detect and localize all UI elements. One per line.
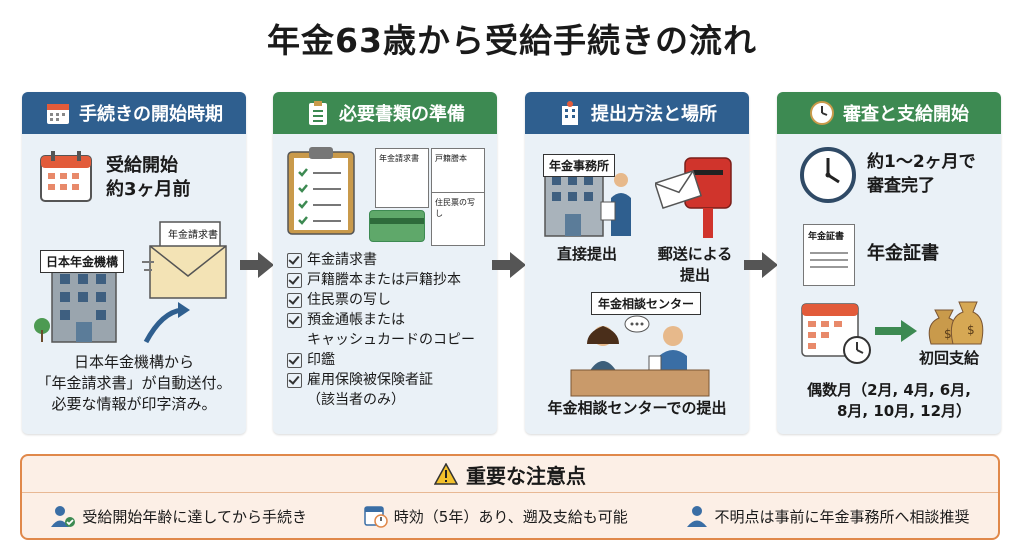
certificate-icon: 年金証書 — [803, 224, 855, 286]
card-documents-header: 必要書類の準備 — [273, 92, 497, 134]
envelope-label: 年金請求書 — [168, 230, 218, 241]
page-title: 年金63歳から受給手続きの流れ — [267, 21, 757, 60]
notice-item-consult: 不明点は事前に年金事務所へ相談推奨 — [685, 504, 970, 528]
calendar-clock-icon — [364, 506, 388, 528]
document-list-item: 戸籍謄本または戸籍抄本 — [287, 270, 475, 290]
document-label: 印鑑 — [307, 352, 335, 368]
notice-item-age: 受給開始年齢に達してから手続き — [50, 504, 307, 528]
notice-item-limit: 時効（5年）あり、遡及支給も可能 — [364, 504, 628, 528]
card-submission-header: 提出方法と場所 — [525, 92, 749, 134]
checkbox-icon — [287, 253, 302, 268]
clock-icon — [810, 101, 834, 125]
card-review: 審査と支給開始 約1～2ヶ月で審査完了 年金証書 年金証書 $ $ 初回支給 偶… — [777, 92, 1001, 434]
timing-description: 日本年金機構から「年金請求書」が自動送付。必要な情報が印字済み。 — [36, 353, 232, 413]
timing-text: 受給開始約3ヶ月前 — [106, 155, 191, 200]
curved-arrow-icon — [143, 302, 190, 344]
consultation-icon — [570, 315, 710, 397]
document-label: 戸籍謄本または戸籍抄本 — [307, 272, 461, 288]
direct-submission-label: 直接提出 — [557, 245, 618, 263]
svg-text:$: $ — [967, 323, 975, 337]
clipboard-icon — [309, 101, 327, 125]
arrow-right-icon — [744, 252, 778, 278]
building-icon — [34, 265, 117, 343]
notice-heading: 重要な注意点 — [466, 463, 586, 488]
arrow-right-icon — [492, 252, 526, 278]
document-list-item: 年金請求書 — [287, 250, 475, 270]
payment-months: 偶数月（2月, 4月, 6月,8月, 10月, 12月） — [807, 381, 972, 420]
checkbox-icon — [287, 313, 302, 328]
building-sign: 日本年金機構 — [40, 250, 125, 273]
notice-header: 重要な注意点 — [22, 456, 998, 493]
card-review-header: 審査と支給開始 — [777, 92, 1001, 134]
arrow-right-icon — [875, 320, 917, 342]
card-timing-heading: 手続きの開始時期 — [79, 104, 223, 125]
document-label: 預金通帳または キャッシュカードのコピー — [307, 312, 475, 348]
card-timing-header: 手続きの開始時期 — [22, 92, 246, 134]
bank-card-icon — [369, 210, 425, 242]
card-documents: 必要書類の準備 年金請求書 戸籍謄本 住民票の写し 年金請求書戸籍謄本または戸籍… — [273, 92, 497, 434]
document-list-item: 印鑑 — [287, 350, 475, 370]
consult-center-label: 年金相談センターでの提出 — [547, 399, 727, 417]
person-icon — [686, 506, 707, 527]
svg-text:$: $ — [944, 327, 952, 341]
notice-box: 重要な注意点 受給開始年齢に達してから手続き 時効（5年）あり、遡及支給も可能 … — [20, 454, 1000, 540]
document-label: 年金請求書 — [307, 252, 377, 268]
review-duration: 約1～2ヶ月で審査完了 — [867, 152, 976, 196]
document-list-item: 雇用保険被保険者証 （該当者のみ） — [287, 370, 475, 410]
card-timing: 手続きの開始時期 受給開始約3ヶ月前 日本年金機構 年金請求書 日本年金機構から… — [22, 92, 246, 434]
calendar-icon — [47, 104, 69, 124]
arrow-right-icon — [240, 252, 274, 278]
card-review-heading: 審査と支給開始 — [843, 104, 969, 125]
mail-submission-label: 郵送による提出 — [657, 245, 733, 284]
document-label: 雇用保険被保険者証 （該当者のみ） — [307, 372, 433, 408]
calendar-icon — [40, 151, 92, 202]
first-payment-label: 初回支給 — [919, 349, 980, 367]
office-building-icon — [544, 167, 631, 237]
mailbox-icon — [655, 157, 732, 238]
card-submission-heading: 提出方法と場所 — [591, 104, 717, 125]
money-bag-icon: $ $ — [928, 301, 984, 345]
doc-resident-record: 住民票の写し — [431, 192, 485, 246]
clipboard-icon — [287, 147, 355, 235]
warning-icon — [434, 463, 458, 485]
checkbox-icon — [287, 293, 302, 308]
checkbox-icon — [287, 373, 302, 388]
certificate-label: 年金証書 — [867, 243, 939, 264]
doc-pension-form: 年金請求書 — [375, 148, 429, 208]
envelope-icon — [142, 221, 227, 299]
calendar-clock-icon — [801, 303, 871, 364]
card-documents-heading: 必要書類の準備 — [339, 104, 465, 125]
consult-center-sign: 年金相談センター — [591, 292, 702, 315]
documents-list: 年金請求書戸籍謄本または戸籍抄本住民票の写し預金通帳または キャッシュカードのコ… — [287, 250, 475, 410]
clock-icon — [800, 147, 856, 203]
checkbox-icon — [287, 273, 302, 288]
person-check-icon — [51, 506, 76, 527]
notice-items: 受給開始年齢に達してから手続き 時効（5年）あり、遡及支給も可能 不明点は事前に… — [22, 493, 998, 539]
office-sign: 年金事務所 — [543, 154, 616, 177]
document-list-item: 預金通帳または キャッシュカードのコピー — [287, 310, 475, 350]
document-label: 住民票の写し — [307, 292, 391, 308]
building-icon — [562, 101, 578, 125]
checkbox-icon — [287, 353, 302, 368]
card-submission: 提出方法と場所 年金事務所 直接提出 郵送による提出 年金相談センター 年金相談… — [525, 92, 749, 434]
document-list-item: 住民票の写し — [287, 290, 475, 310]
